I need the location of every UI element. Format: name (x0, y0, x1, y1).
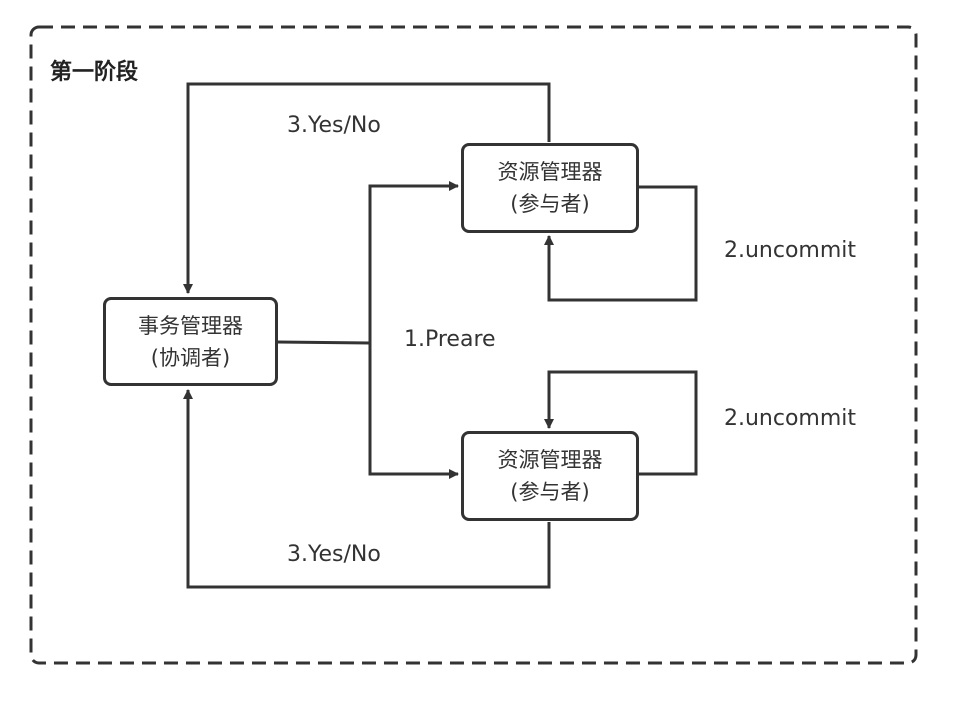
participant-bottom-name: 资源管理器 (497, 448, 603, 472)
participant-top-box: 资源管理器 (参与者) (461, 143, 639, 233)
coordinator-name: 事务管理器 (138, 313, 243, 338)
uncommit-loop-top (544, 185, 698, 302)
vote-edge-bottom (183, 389, 551, 589)
participant-bottom-box: 资源管理器 (参与者) (461, 431, 639, 521)
stage-title: 第一阶段 (50, 60, 139, 85)
participant-bottom-role: (参与者) (510, 480, 590, 504)
prepare-label: 1.Preare (404, 327, 496, 352)
vote-label-bottom: 3.Yes/No (287, 542, 381, 567)
participant-top-name: 资源管理器 (497, 160, 603, 184)
uncommit-loop-bottom (544, 370, 698, 476)
prepare-edge-trunk (276, 340, 371, 345)
uncommit-label-top: 2.uncommit (724, 238, 857, 263)
coordinator-box: 事务管理器 (协调者) (103, 297, 278, 386)
uncommit-label-bottom: 2.uncommit (724, 406, 857, 431)
stage-frame (29, 25, 918, 665)
prepare-edge-bottom (368, 343, 459, 479)
vote-label-top: 3.Yes/No (287, 113, 381, 138)
coordinator-role: (协调者) (150, 345, 231, 370)
vote-edge-top (183, 82, 551, 294)
participant-top-role: (参与者) (510, 192, 590, 216)
prepare-edge-top (368, 181, 459, 343)
